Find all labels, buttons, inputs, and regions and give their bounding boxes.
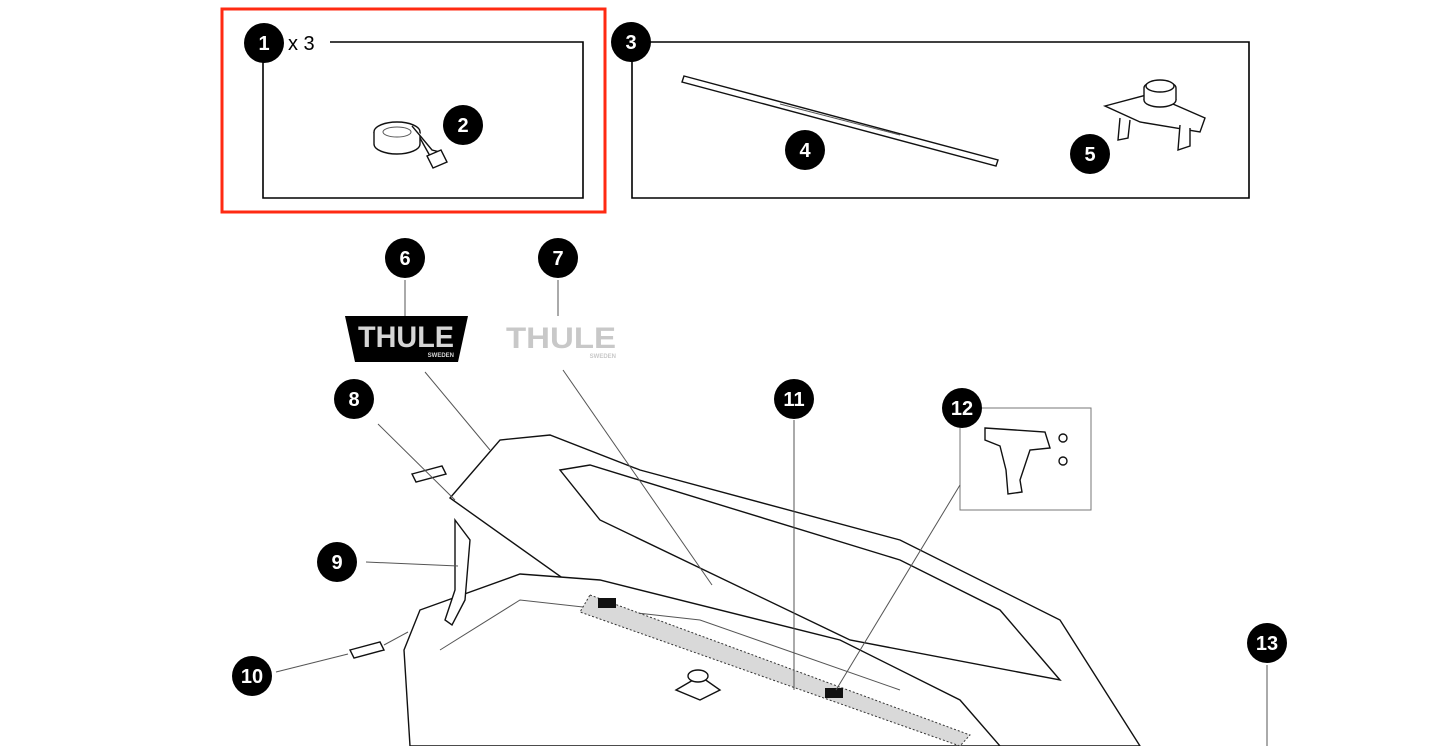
thule-logo-dark: THULE SWEDEN xyxy=(345,316,468,362)
group-box-3 xyxy=(631,41,1250,199)
svg-text:11: 11 xyxy=(783,389,804,411)
plate-part-10 xyxy=(348,641,386,659)
svg-text:5: 5 xyxy=(1084,144,1095,166)
roof-box xyxy=(403,434,1141,746)
quantity-label: x 3 xyxy=(288,33,315,55)
callout-11: 11 xyxy=(774,379,814,419)
leader-lines xyxy=(275,280,1268,746)
callout-3: 3 xyxy=(611,22,651,62)
thule-logo-light: THULE SWEDEN xyxy=(506,322,616,360)
svg-text:3: 3 xyxy=(625,32,636,54)
bracket-kit-box xyxy=(959,407,1092,511)
callout-13: 13 xyxy=(1247,623,1287,663)
svg-text:1: 1 xyxy=(258,33,269,55)
group-box-1 xyxy=(262,41,584,199)
logo-dark-sub: SWEDEN xyxy=(428,353,454,359)
callout-7: 7 xyxy=(538,238,578,278)
bracket-part xyxy=(984,427,1068,495)
callout-10: 10 xyxy=(232,656,272,696)
svg-text:9: 9 xyxy=(331,552,342,574)
callout-2: 2 xyxy=(443,105,483,145)
svg-text:10: 10 xyxy=(241,666,263,688)
logo-light-sub: SWEDEN xyxy=(590,354,616,360)
rail-part xyxy=(681,75,999,167)
callout-1: 1 xyxy=(244,23,284,63)
svg-text:13: 13 xyxy=(1256,633,1278,655)
callout-9: 9 xyxy=(317,542,357,582)
logo-light-brand: THULE xyxy=(506,322,616,355)
logo-dark-brand: THULE xyxy=(358,321,454,354)
svg-text:4: 4 xyxy=(799,140,811,162)
svg-text:6: 6 xyxy=(399,248,410,270)
callout-12: 12 xyxy=(942,388,982,428)
callout-4: 4 xyxy=(785,130,825,170)
svg-text:2: 2 xyxy=(457,115,468,137)
knob-part xyxy=(1102,79,1206,151)
svg-text:8: 8 xyxy=(348,389,359,411)
callout-8: 8 xyxy=(334,379,374,419)
svg-text:12: 12 xyxy=(951,398,973,420)
callout-6: 6 xyxy=(385,238,425,278)
svg-text:7: 7 xyxy=(552,248,563,270)
callout-5: 5 xyxy=(1070,134,1110,174)
strap-part xyxy=(373,121,448,169)
selection-highlight xyxy=(220,7,607,214)
